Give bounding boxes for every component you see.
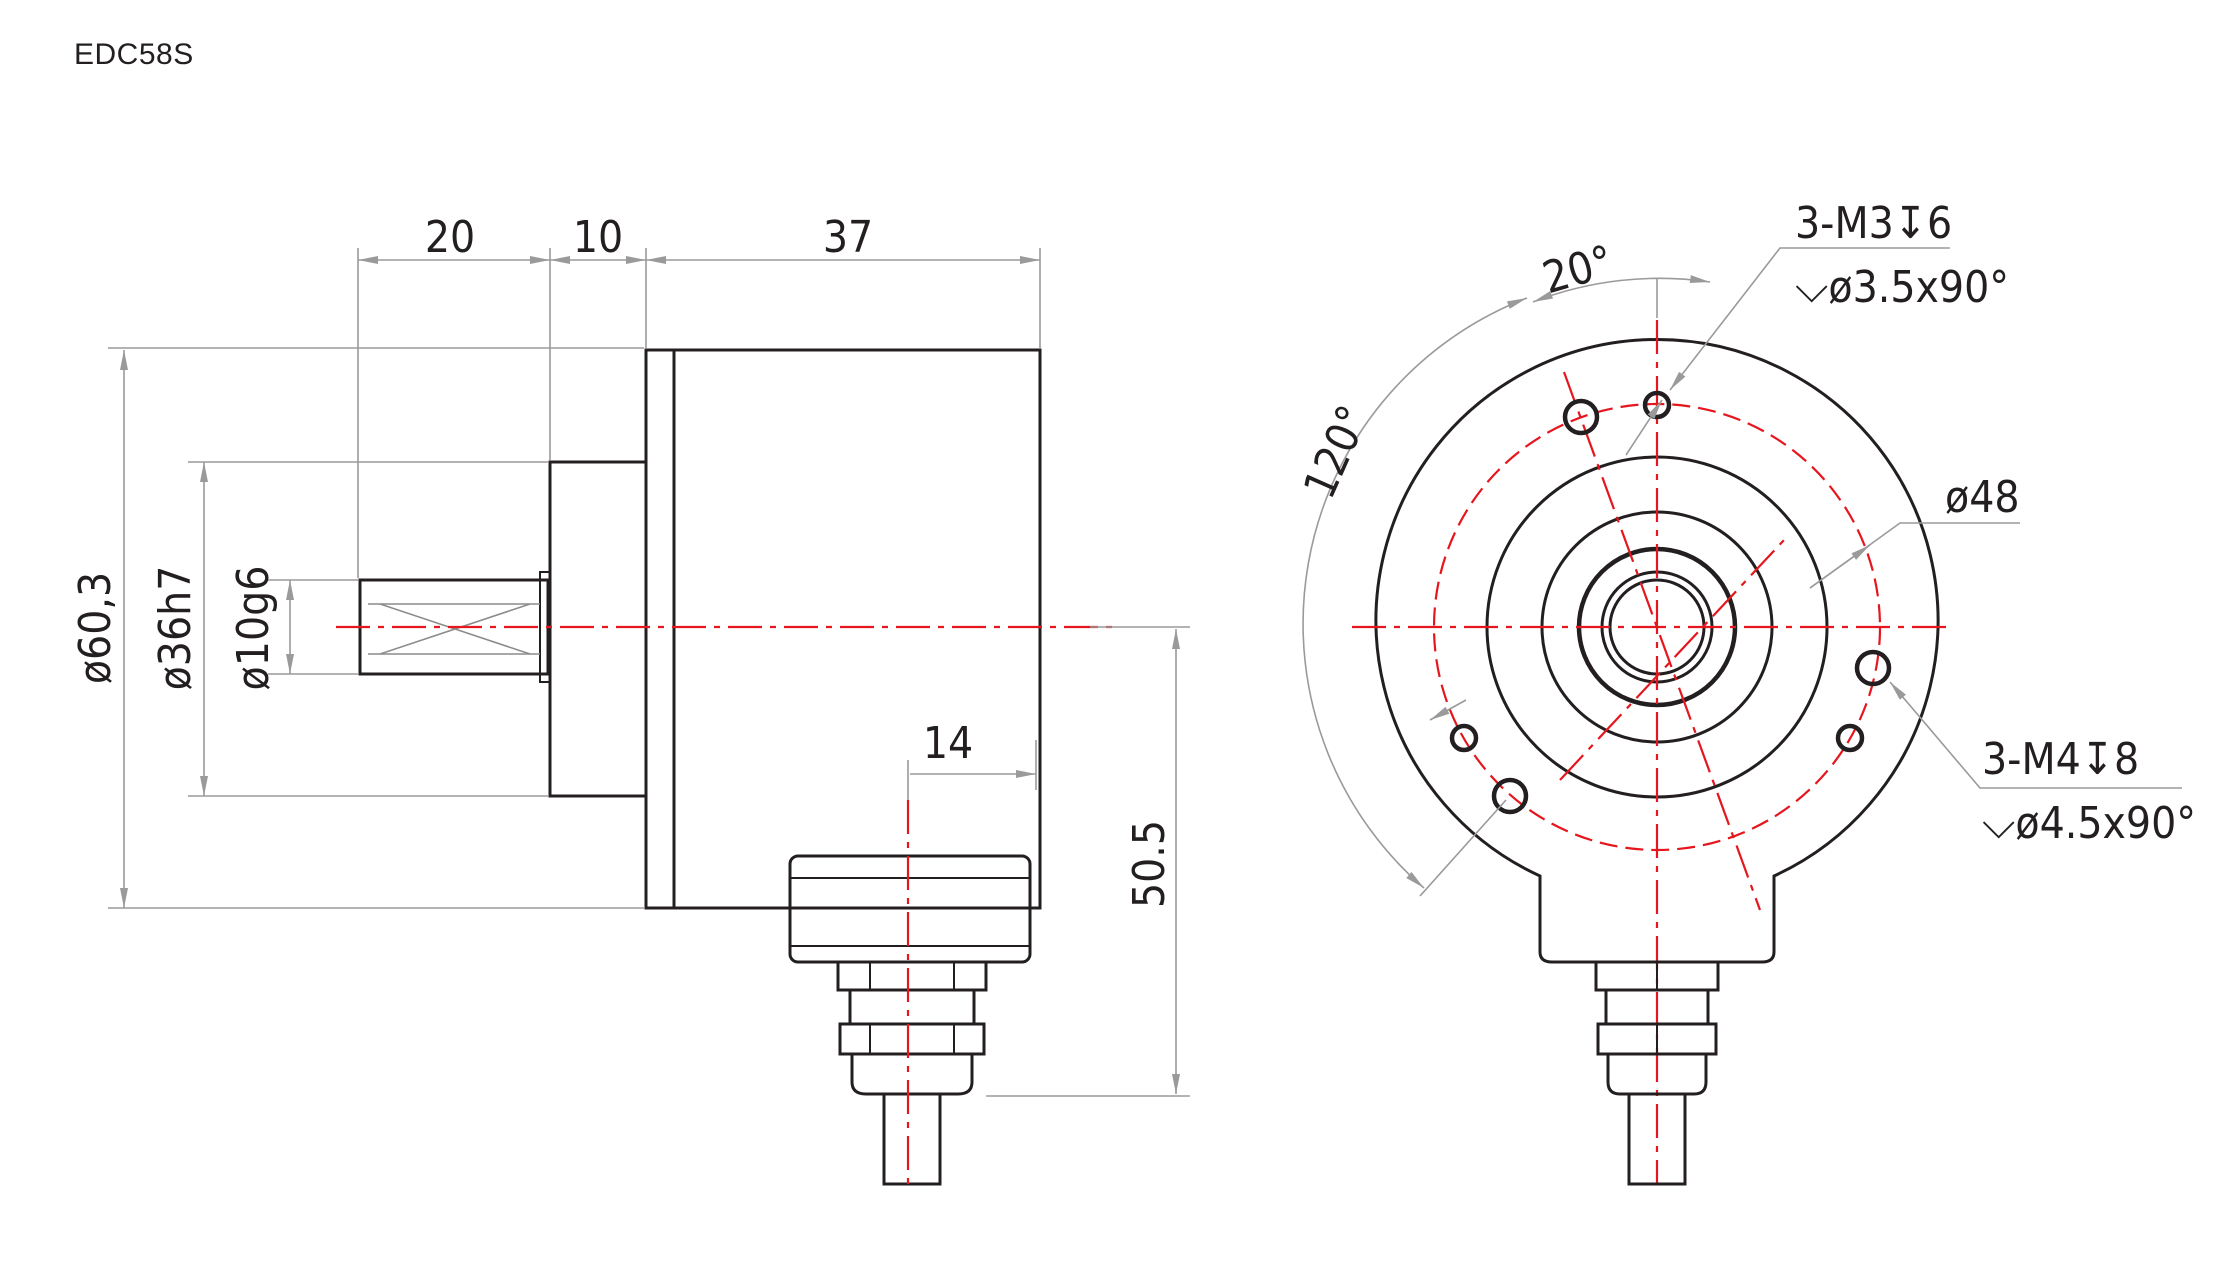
m4-hole-top bbox=[1562, 398, 1600, 436]
gland-body bbox=[848, 988, 976, 1026]
leader-pitch bbox=[1809, 522, 2020, 589]
dim-connector-height: 50.5 bbox=[1124, 820, 1175, 908]
dim-spigot-diameter: ø36h7 bbox=[150, 566, 201, 691]
callout-m4-thread: 3-M4↧8 bbox=[1982, 734, 2139, 785]
dim-body-length: 37 bbox=[823, 212, 873, 263]
cable bbox=[882, 1092, 942, 1186]
dim-connector-offset: 14 bbox=[923, 718, 973, 769]
mounting-flange bbox=[644, 348, 676, 910]
m3-hole-right bbox=[1835, 723, 1865, 753]
cable-front bbox=[1627, 1092, 1687, 1186]
dim-shaft-length: 20 bbox=[425, 212, 475, 263]
dim-body-diameter: ø60,3 bbox=[70, 572, 121, 684]
arc-120-deg bbox=[1302, 297, 1528, 889]
housing-outline bbox=[1374, 338, 1940, 964]
front-view: 20° 120° ø48 3-M3↧6 ⌵ø3.5x90° 3-M4↧8 ⌵ø4… bbox=[1294, 198, 2196, 1186]
dim-angle-small: 20° bbox=[1537, 236, 1618, 304]
side-view: 20 10 37 14 ø60,3 ø36h7 ø10g6 50.5 bbox=[70, 212, 1190, 1186]
callout-m3-thread: 3-M3↧6 bbox=[1795, 198, 1952, 249]
dim-angle-large: 120° bbox=[1294, 398, 1379, 506]
m3-axis-diag bbox=[1559, 539, 1785, 781]
m4-axis bbox=[1562, 371, 1762, 911]
leader-m3 bbox=[1669, 247, 1950, 391]
leader-m4 bbox=[1889, 681, 2182, 789]
spigot-collar bbox=[548, 460, 648, 798]
encoder-body bbox=[672, 348, 1042, 910]
dim-pitch-diameter: ø48 bbox=[1945, 472, 2020, 523]
gland-seal bbox=[850, 1054, 974, 1096]
gland-nut-top bbox=[836, 960, 988, 992]
callout-m4-countersink: ⌵ø4.5x90° bbox=[1982, 798, 2196, 849]
dim-collar-length: 10 bbox=[573, 212, 623, 263]
drawing-title: EDC58S bbox=[74, 38, 194, 71]
gland-nut-bottom bbox=[838, 1022, 986, 1056]
callout-m3-countersink: ⌵ø3.5x90° bbox=[1795, 262, 2009, 313]
dim-shaft-diameter: ø10g6 bbox=[228, 566, 279, 691]
shaft-flat-mark bbox=[379, 603, 531, 655]
m4-hole-right bbox=[1854, 649, 1892, 687]
arc-20-deg bbox=[1532, 275, 1711, 303]
